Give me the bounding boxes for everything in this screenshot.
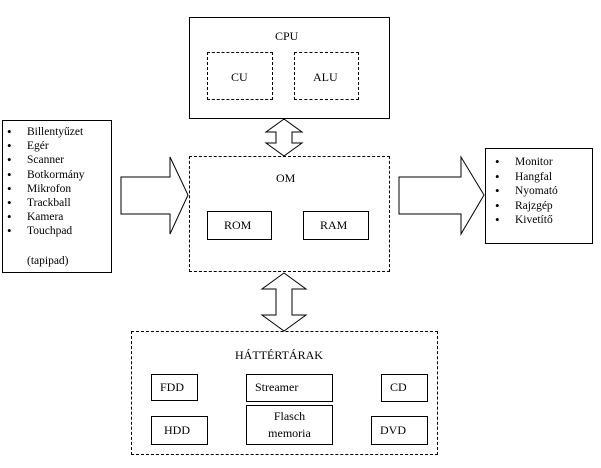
input-device-item: Touchpad [2, 224, 112, 238]
flash-memory-label-line1: Flasch [273, 409, 306, 423]
output-arrow [398, 155, 485, 236]
input-device-item: Trackball [2, 196, 112, 210]
storage-title: HÁTTÉRTÁRAK [235, 348, 323, 362]
cd-box [381, 374, 428, 402]
streamer-box [246, 374, 333, 402]
output-device-item: Nyomató [490, 184, 590, 199]
om-title: OM [276, 171, 296, 185]
input-arrow [120, 156, 189, 235]
flash-memory-box [246, 405, 333, 445]
ram-box [303, 211, 369, 240]
hdd-label: HDD [164, 423, 190, 437]
om-box [189, 156, 390, 272]
streamer-label: Streamer [255, 380, 299, 394]
dvd-box [371, 416, 428, 445]
fdd-box [151, 374, 198, 401]
input-device-item: Egér [2, 139, 112, 153]
alu-label: ALU [313, 70, 338, 84]
hdd-box [151, 416, 208, 445]
cu-box [207, 52, 273, 100]
output-device-item: Kivetítő [490, 213, 590, 228]
input-device-item: Kamera [2, 210, 112, 224]
cpu-title: CPU [275, 29, 299, 43]
rom-label: ROM [224, 218, 252, 232]
output-device-item: Hangfal [490, 170, 590, 185]
output-device-item: Monitor [490, 155, 590, 170]
cpu-box [189, 17, 390, 119]
om-storage-arrow [260, 272, 308, 332]
cu-label: CU [231, 70, 248, 84]
dvd-label: DVD [380, 423, 406, 437]
storage-box [131, 331, 438, 455]
output-devices-list: Monitor Hangfal Nyomató Rajzgép Kivetítő [490, 155, 590, 228]
input-device-item: Mikrofon [2, 182, 112, 196]
flash-memory-label-line2: memoria [268, 426, 311, 440]
alu-box [294, 52, 359, 100]
fdd-label: FDD [160, 380, 185, 394]
cd-label: CD [390, 380, 407, 394]
output-device-item: Rajzgép [490, 199, 590, 214]
input-device-continuation: (tapipad) [27, 255, 69, 267]
input-devices-list: Billentyűzet Egér Scanner Botkormány Mik… [2, 125, 112, 239]
input-device-item: Billentyűzet [2, 125, 112, 139]
rom-box [207, 211, 272, 240]
input-device-item: Scanner [2, 153, 112, 167]
output-devices-box [485, 148, 593, 244]
ram-label: RAM [320, 218, 348, 232]
input-device-item: Botkormány [2, 168, 112, 182]
cpu-om-arrow [264, 118, 304, 157]
